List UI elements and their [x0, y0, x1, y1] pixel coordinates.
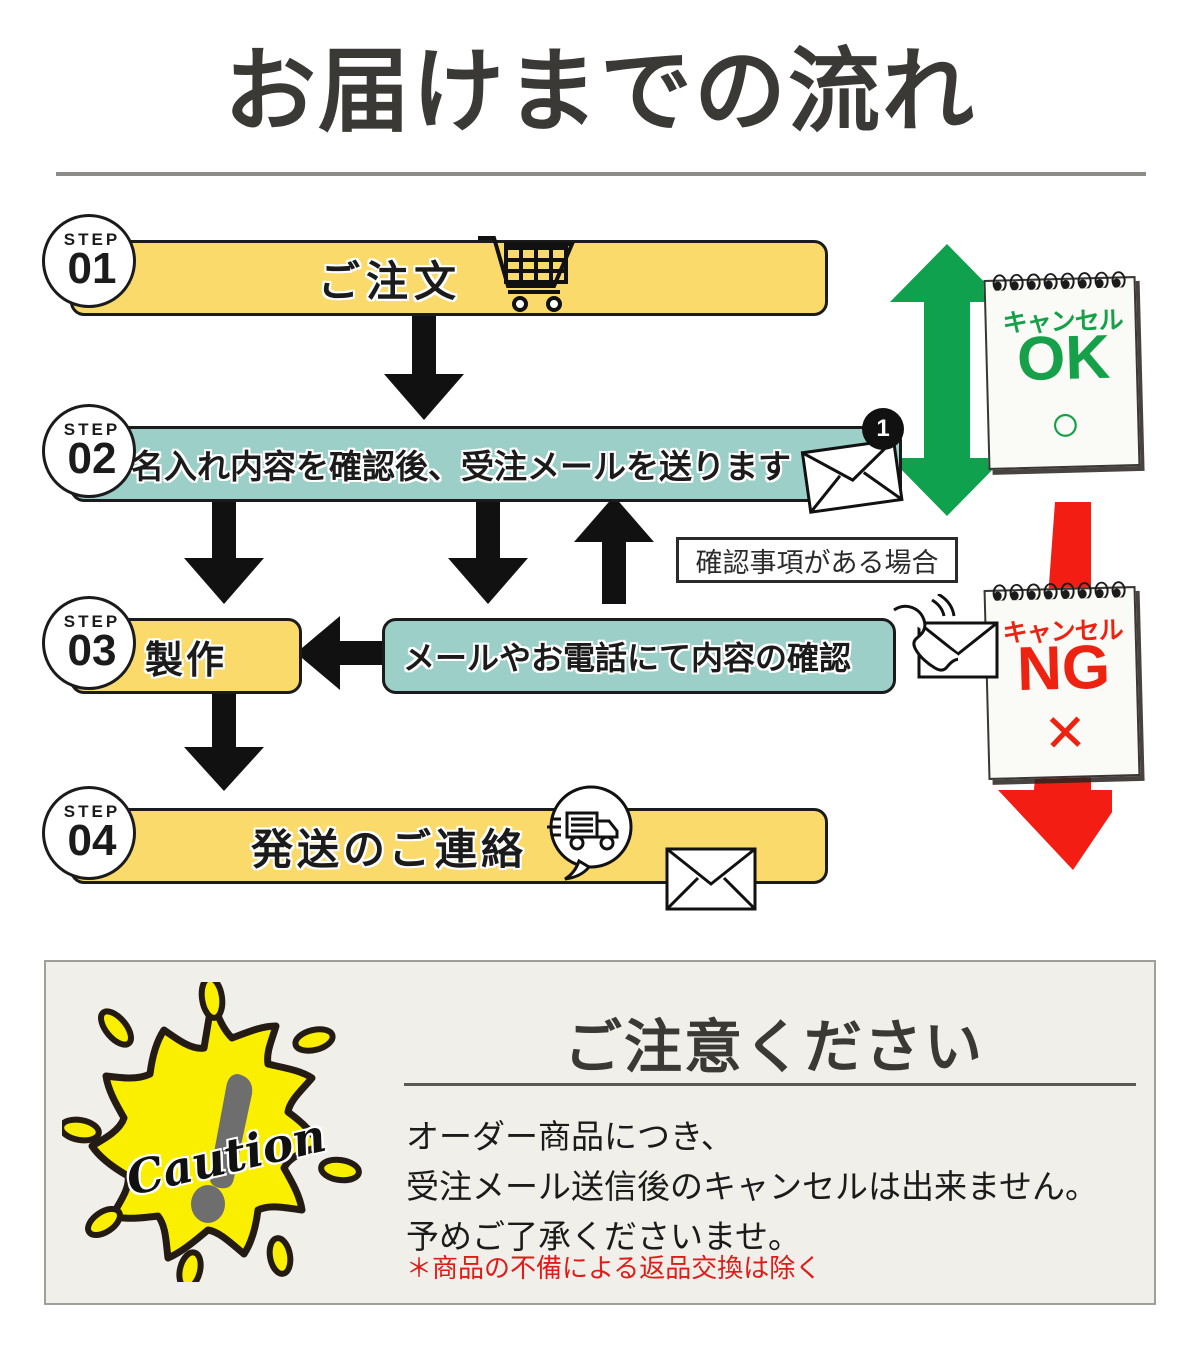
- step-badge-02: STEP 02: [42, 404, 136, 498]
- caution-divider: [404, 1083, 1136, 1086]
- flow-arrow-confirm-to-production: [296, 616, 398, 690]
- cancel-ng-notepad: キャンセル NG ✕: [983, 581, 1141, 780]
- notepad-spiral-icon: [992, 271, 1126, 291]
- mail-count-badge: 1: [862, 408, 904, 450]
- step-word: STEP: [63, 612, 121, 631]
- envelope-icon: [917, 621, 999, 679]
- step-label-04: 発送のご連絡: [250, 825, 527, 873]
- delivery-flow-diagram: STEP 01 ご注文 STEP 02 名入れ内容を確認後、受注メールを: [0, 196, 1200, 916]
- cancel-ok-mark: ○: [1048, 394, 1082, 454]
- step-badge-01: STEP 01: [42, 214, 136, 308]
- step-bar-04: 発送のご連絡: [70, 785, 828, 884]
- step-label-01: ご注文: [317, 257, 462, 305]
- caution-body-line-3: 予めご了承くださいませ。: [406, 1218, 802, 1256]
- step-label-02: 名入れ内容を確認後、受注メールを送ります: [131, 448, 791, 485]
- flow-arrow-step2-to-step3: [184, 496, 264, 604]
- cancel-ng-big: NG: [1016, 632, 1112, 705]
- step-badge-03: STEP 03: [42, 596, 136, 690]
- condition-note-label: 確認事項がある場合: [695, 547, 939, 578]
- flow-arrow-step3-to-step4: [184, 691, 264, 791]
- caution-body-line-2: 受注メール送信後のキャンセルは出来ません。: [406, 1168, 1099, 1206]
- mail-count-value: 1: [876, 415, 890, 442]
- phone-ringing-icon: [893, 594, 958, 672]
- step-bar-01: ご注文: [70, 236, 828, 316]
- step-number: 02: [67, 434, 117, 483]
- confirm-contact-box: メールやお電話にて内容の確認: [382, 618, 896, 694]
- delivery-truck-icon: [547, 785, 633, 881]
- caution-heading: ご注意ください: [563, 1015, 984, 1080]
- cancel-ok-double-arrow: [890, 244, 1004, 516]
- condition-note-box: 確認事項がある場合: [676, 537, 958, 583]
- caution-starburst-icon: [62, 982, 362, 1282]
- caution-body: オーダー商品につき、 受注メール送信後のキャンセルは出来ません。 予めご了承くだ…: [406, 1112, 1146, 1262]
- step-number: 03: [67, 626, 117, 675]
- step-number: 01: [67, 244, 117, 293]
- step-bar-02: 名入れ内容を確認後、受注メールを送ります: [70, 426, 902, 502]
- shopping-cart-icon: [478, 236, 576, 312]
- cancel-ok-notepad: キャンセル OK ○: [983, 271, 1141, 470]
- notepad-spiral-icon: [992, 581, 1126, 601]
- flow-arrow-step2-to-confirm: [448, 496, 528, 604]
- caution-body-line-1: オーダー商品につき、: [406, 1118, 734, 1155]
- envelope-icon: [665, 847, 757, 911]
- step-word: STEP: [63, 420, 121, 439]
- confirm-contact-label: メールやお電話にて内容の確認: [403, 640, 852, 676]
- cancel-ok-big: OK: [1016, 322, 1112, 395]
- step-label-03: 製作: [144, 639, 227, 682]
- envelope-icon: [800, 438, 904, 514]
- step-badge-04: STEP 04: [42, 786, 136, 880]
- step-word: STEP: [63, 230, 121, 249]
- step-number: 04: [67, 816, 117, 865]
- page-title: お届けまでの流れ: [223, 41, 976, 143]
- flow-arrow-step1-to-step2: [384, 312, 464, 420]
- cancel-ng-mark: ✕: [1042, 704, 1088, 764]
- title-divider: [56, 172, 1146, 176]
- step-word: STEP: [63, 802, 121, 821]
- caution-note: ＊商品の不備による返品交換は除く: [406, 1253, 822, 1283]
- flow-arrow-confirm-to-step2: [574, 496, 654, 604]
